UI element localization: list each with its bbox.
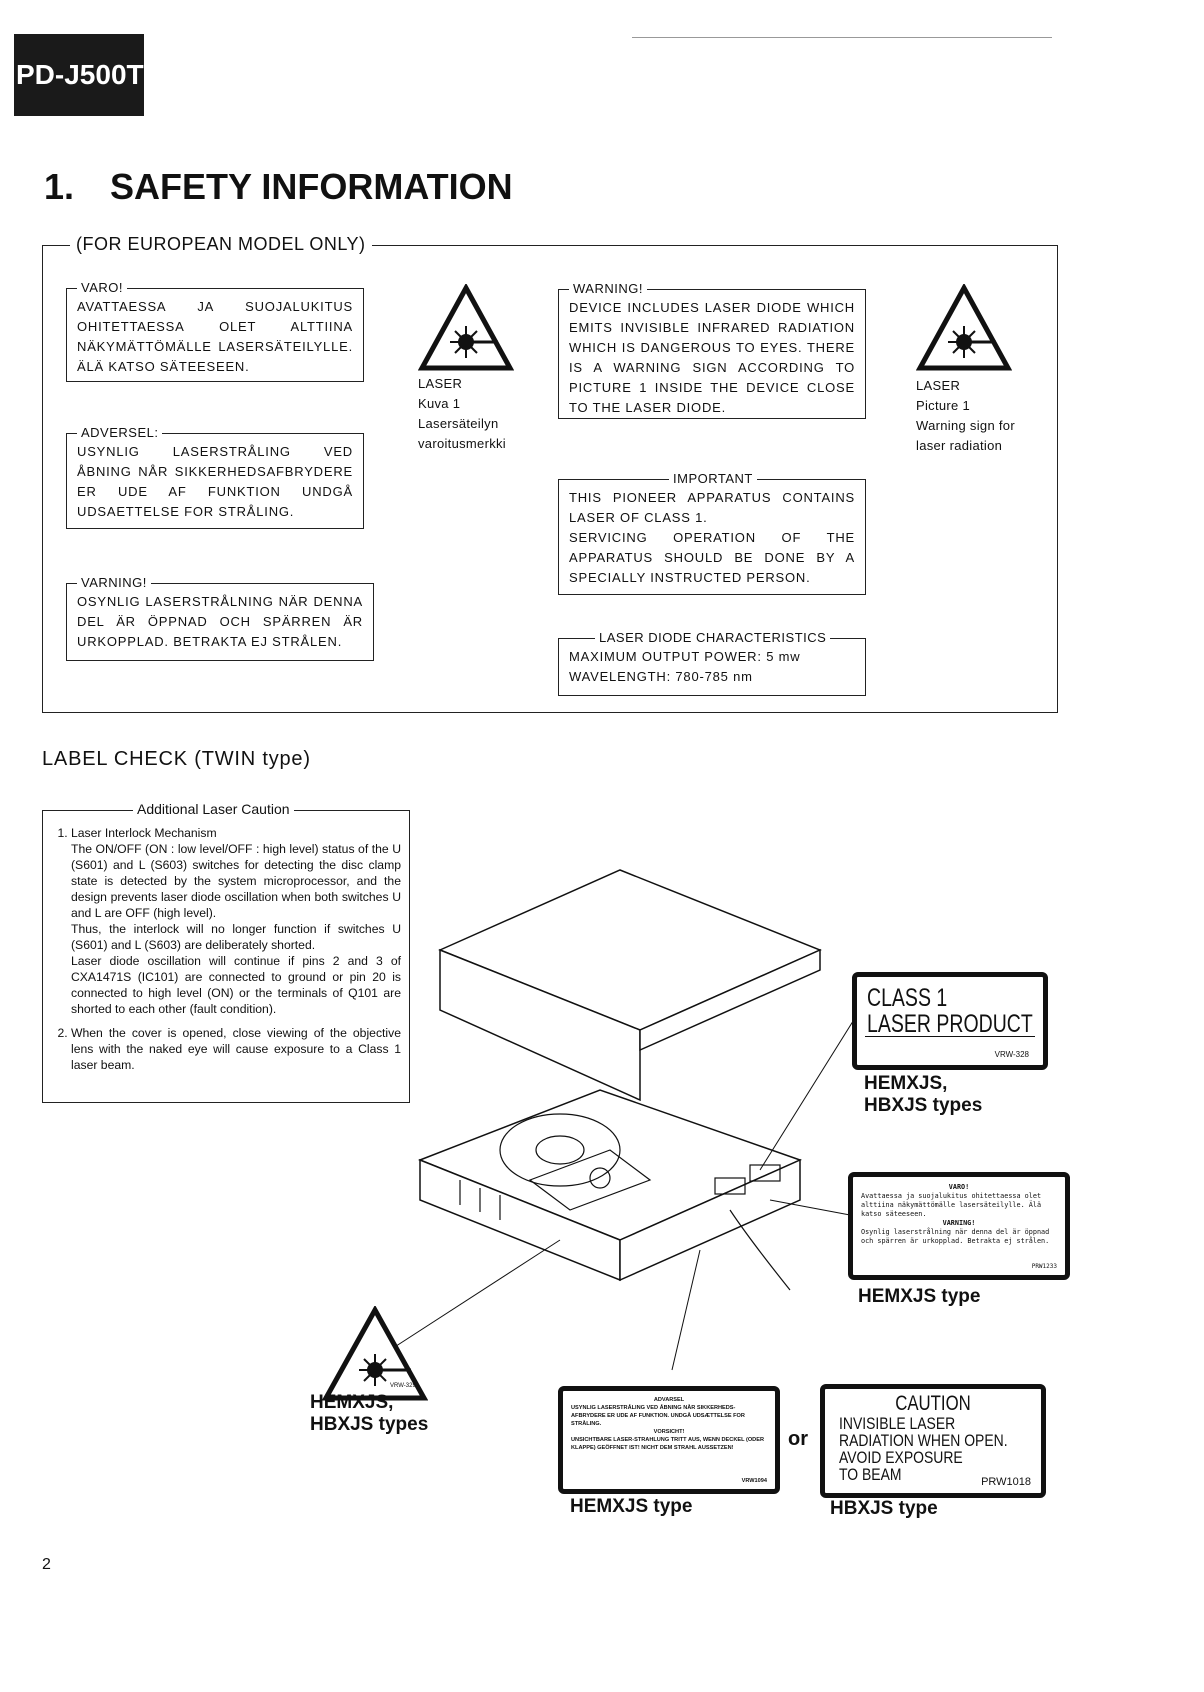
class1-rule (865, 1036, 1035, 1037)
adversel-label-title-1: ADVARSEL (653, 1397, 685, 1403)
adversel-label: ADVARSEL USYNLIG LASERSTRÅLING VED ÅBNIN… (558, 1386, 780, 1494)
diode-wavelength: WAVELENGTH: 780-785 nm (569, 669, 753, 684)
triangle-caption: HEMXJS, HBXJS types (310, 1392, 428, 1436)
important-box: IMPORTANT THIS PIONEER APPARATUS CONTAIN… (558, 469, 866, 595)
caption-line: varoitusmerkki (418, 436, 506, 451)
caution-label-line2: RADIATION WHEN OPEN. (839, 1431, 1008, 1450)
varning-title: VARNING! (77, 573, 151, 593)
caution-label-title: CAUTION (895, 1392, 971, 1415)
european-legend: (FOR EUROPEAN MODEL ONLY) (70, 234, 372, 255)
adversel-text: USYNLIG LASERSTRÅLING VED ÅBNING NÅR SIK… (77, 444, 353, 519)
caption-line: HBXJS types (310, 1414, 429, 1435)
diode-power: MAXIMUM OUTPUT POWER: 5 mw (569, 649, 801, 664)
nordic-title-2: VARNING! (942, 1219, 976, 1227)
nordic-title-1: VARO! (948, 1183, 970, 1191)
laser-label-triangle-icon (322, 1306, 428, 1401)
caution-item-1-p1: The ON/OFF (ON : low level/OFF : high le… (71, 842, 401, 920)
caption-line: Kuva 1 (418, 396, 461, 411)
caution-label-code: PRW1018 (981, 1476, 1031, 1488)
caution-label-line3: AVOID EXPOSURE (839, 1448, 963, 1467)
laser-warning-triangle-icon (916, 284, 1012, 371)
header-rule (632, 37, 1052, 39)
class1-label: CLASS 1 LASER PRODUCT VRW-328 (852, 972, 1048, 1070)
caption-line: HEMXJS, (864, 1073, 948, 1094)
warning-title: WARNING! (569, 279, 647, 299)
varo-text: AVATTAESSA JA SUOJALUKITUS OHITETTAESSA … (77, 299, 353, 374)
additional-caution-box: Additional Laser Caution Laser Interlock… (42, 801, 410, 1103)
laser-caption-en: LASER Picture 1 Warning sign for laser r… (916, 376, 1015, 456)
caption-line: HEMXJS, (310, 1392, 394, 1413)
caption-line: Lasersäteilyn (418, 416, 499, 431)
varo-box: VARO! AVATTAESSA JA SUOJALUKITUS OHITETT… (66, 278, 364, 382)
adversel-label-code: VRW1094 (741, 1478, 767, 1484)
nordic-text-2: Osynlig laserstrålning när denna del är … (861, 1228, 1050, 1245)
caption-line: Warning sign for (916, 418, 1015, 433)
nordic-text-1: Avattaessa ja suojalukitus ohitettaessa … (861, 1192, 1042, 1218)
caution-label-line1: INVISIBLE LASER (839, 1414, 956, 1433)
important-text-2: SERVICING OPERATION OF THE APPARATUS SHO… (569, 530, 855, 585)
laser-warning-triangle-icon (418, 284, 514, 371)
caution-label-line4: TO BEAM (839, 1465, 902, 1484)
european-frame (42, 245, 1058, 713)
adversel-label-text-1: USYNLIG LASERSTRÅLING VED ÅBNING NÅR SIK… (571, 1405, 745, 1427)
warning-box: WARNING! DEVICE INCLUDES LASER DIODE WHI… (558, 279, 866, 419)
laser-caption-fi: LASER Kuva 1 Lasersäteilyn varoitusmerkk… (418, 374, 506, 454)
triangle-code: VRW-329 (390, 1383, 416, 1389)
caution-item-1-title: Laser Interlock Mechanism (71, 826, 217, 840)
caption-line: laser radiation (916, 438, 1003, 453)
class1-line2: LASER PRODUCT (867, 1010, 1033, 1038)
section-title: 1. SAFETY INFORMATION (44, 166, 513, 208)
caution-item-1-p3: Laser diode oscillation will continue if… (71, 954, 401, 1016)
class1-code: VRW-328 (994, 1050, 1029, 1059)
varo-title: VARO! (77, 278, 127, 298)
caption-line: HBXJS types (864, 1095, 983, 1116)
varning-box: VARNING! OSYNLIG LASERSTRÅLNING NÄR DENN… (66, 573, 374, 661)
nordic-code: PRW1233 (1031, 1263, 1057, 1270)
model-badge: PD-J500T (14, 34, 144, 116)
device-illustration (417, 869, 822, 1291)
section-title-text: SAFETY INFORMATION (110, 166, 513, 207)
adversel-label-caption: HEMXJS type (570, 1496, 693, 1517)
caution-item-2: When the cover is opened, close viewing … (71, 1025, 401, 1073)
nordic-label: VARO! Avattaessa ja suojalukitus ohitett… (848, 1172, 1070, 1280)
varning-text: OSYNLIG LASERSTRÅLNING NÄR DENNA DEL ÄR … (77, 594, 363, 649)
caution-label-caption: HBXJS type (830, 1498, 938, 1519)
section-number: 1. (44, 166, 75, 207)
diode-title: LASER DIODE CHARACTERISTICS (595, 628, 831, 648)
important-title: IMPORTANT (669, 469, 757, 489)
caption-line: LASER (418, 376, 463, 391)
additional-caution-title: Additional Laser Caution (133, 801, 294, 817)
class1-caption: HEMXJS, HBXJS types (864, 1073, 982, 1117)
diode-box: LASER DIODE CHARACTERISTICS MAXIMUM OUTP… (558, 628, 866, 696)
nordic-caption: HEMXJS type (858, 1286, 981, 1307)
page-number: 2 (42, 1556, 51, 1573)
warning-text: DEVICE INCLUDES LASER DIODE WHICH EMITS … (569, 300, 855, 415)
label-check-title: LABEL CHECK (TWIN type) (42, 748, 311, 770)
adversel-label-title-2: VORSICHT! (653, 1429, 685, 1435)
caution-item-1-p2: Thus, the interlock will no longer funct… (71, 922, 401, 952)
adversel-title: ADVERSEL: (77, 423, 163, 443)
adversel-box: ADVERSEL: USYNLIG LASERSTRÅLING VED ÅBNI… (66, 423, 364, 529)
class1-line1: CLASS 1 (867, 984, 948, 1012)
caution-label: CAUTION INVISIBLE LASER RADIATION WHEN O… (820, 1384, 1046, 1498)
caution-item-1: Laser Interlock Mechanism The ON/OFF (ON… (71, 825, 401, 1017)
caption-line: Picture 1 (916, 398, 971, 413)
adversel-label-text-2: UNSICHTBARE LASER-STRAHLUNG TRITT AUS, W… (571, 1437, 764, 1451)
caption-line: LASER (916, 378, 961, 393)
or-text: or (788, 1428, 808, 1450)
important-text-1: THIS PIONEER APPARATUS CONTAINS LASER OF… (569, 490, 855, 525)
